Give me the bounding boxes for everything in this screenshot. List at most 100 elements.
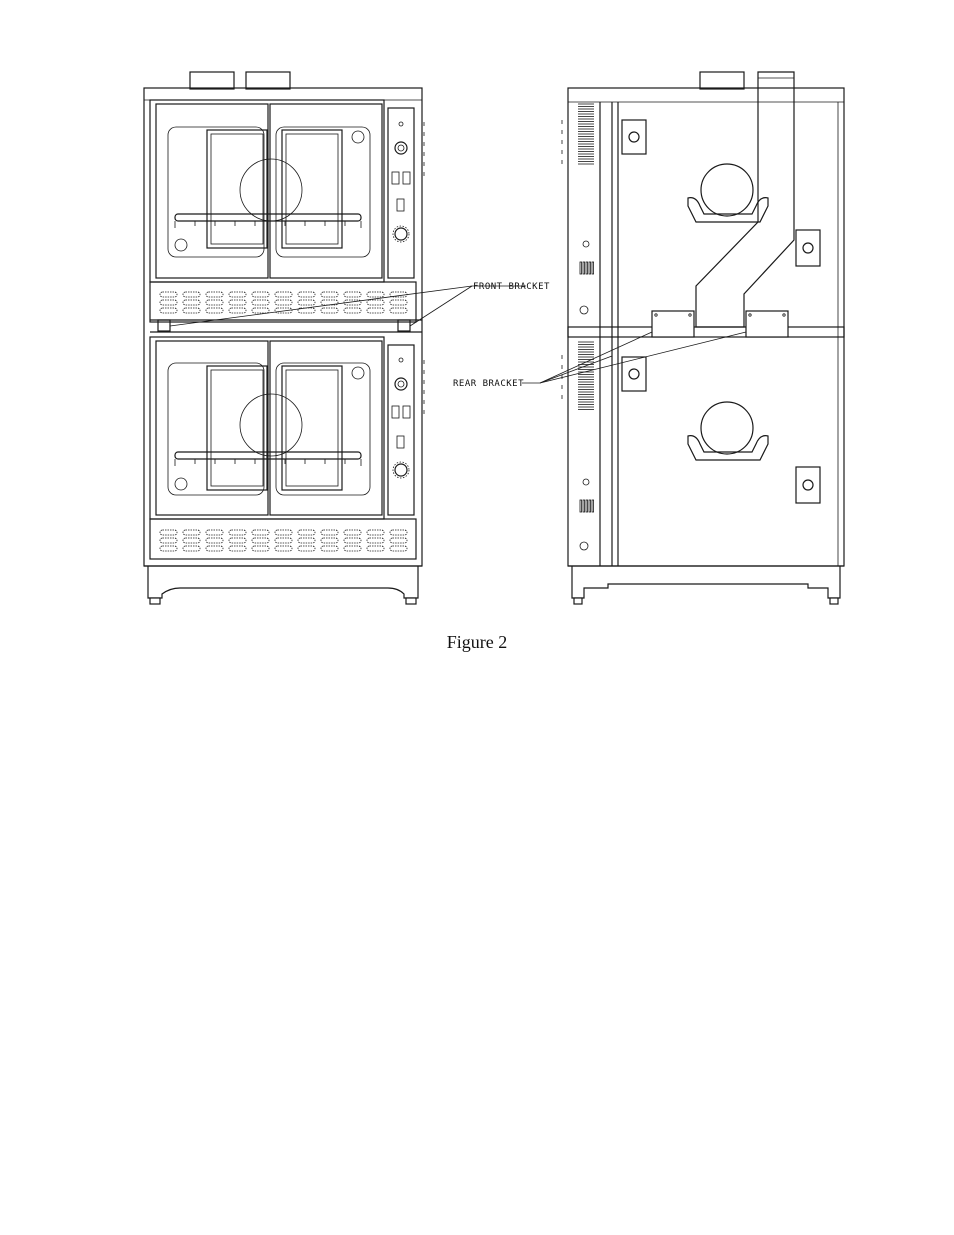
louver-slot: [275, 530, 292, 535]
upper-fan-icon: [240, 159, 302, 221]
louver-slot: [206, 308, 223, 313]
side-slot: [580, 500, 582, 512]
louver-slot: [321, 530, 338, 535]
side-slot: [592, 500, 594, 512]
side-slot: [583, 500, 585, 512]
side-view: [562, 72, 844, 604]
rear-bracket-left: [652, 311, 694, 337]
louver-slot: [229, 292, 246, 297]
louver-slot: [298, 292, 315, 297]
louver-slot: [183, 530, 200, 535]
louver-slot: [160, 308, 177, 313]
louver-slot: [229, 546, 246, 551]
upper-timer-knob-icon: [395, 142, 407, 154]
side-flue-collar: [700, 72, 744, 89]
upper-motor-icon: [688, 164, 768, 222]
lower-left-door: [156, 341, 268, 515]
louver-slot: [206, 530, 223, 535]
louver-slot: [298, 530, 315, 535]
rear-bracket-label: REAR BRACKET: [453, 379, 524, 389]
louver-slot: [183, 308, 200, 313]
figure-caption: Figure 2: [0, 632, 954, 653]
louver-slot: [321, 538, 338, 543]
louver-slot: [252, 530, 269, 535]
front-lower-control-panel: [388, 345, 424, 515]
louver-slot: [252, 538, 269, 543]
louver-slot: [160, 292, 177, 297]
louver-slot: [390, 538, 407, 543]
louver-slot: [367, 530, 384, 535]
louver-slot: [298, 546, 315, 551]
side-slot: [589, 262, 591, 274]
upper-rear-junction-box: [796, 230, 820, 266]
front-view: [144, 72, 424, 604]
side-slot: [586, 262, 588, 274]
front-upper-control-panel: [388, 108, 424, 278]
louver-slot: [344, 538, 361, 543]
side-slot: [583, 262, 585, 274]
lower-timer-knob-icon: [395, 378, 407, 390]
front-bracket-label: FRONT BRACKET: [473, 282, 550, 292]
louver-slot: [367, 292, 384, 297]
louver-slot: [206, 538, 223, 543]
louver-slot: [298, 300, 315, 305]
side-slot: [580, 262, 582, 274]
louver-slot: [229, 538, 246, 543]
upper-thermostat-knob-icon: [395, 228, 407, 240]
lower-thermostat-knob-icon: [395, 464, 407, 476]
front-flue-collar-right: [246, 72, 290, 89]
louver-slot: [344, 546, 361, 551]
louver-slot: [298, 538, 315, 543]
louver-slot: [321, 546, 338, 551]
louver-slot: [321, 292, 338, 297]
louver-slot: [252, 308, 269, 313]
louver-slot: [252, 300, 269, 305]
lower-motor-icon: [688, 402, 768, 460]
louver-slot: [252, 546, 269, 551]
front-lower-oven: [150, 337, 384, 519]
lower-right-door: [270, 341, 382, 515]
louver-slot: [367, 546, 384, 551]
louver-slot: [183, 546, 200, 551]
front-cabinet-outline: [144, 88, 422, 566]
louver-slot: [183, 538, 200, 543]
front-flue-collar-left: [190, 72, 234, 89]
louver-slot: [367, 308, 384, 313]
front-stand: [144, 566, 422, 604]
side-stand: [568, 566, 844, 604]
louver-slot: [160, 300, 177, 305]
oven-stack-diagram: FRONT BRACKET REAR BRACKET: [0, 0, 954, 660]
side-flue-duct: [696, 72, 794, 327]
louver-slot: [160, 538, 177, 543]
front-upper-oven: [150, 100, 384, 282]
louver-slot: [390, 308, 407, 313]
front-upper-louver-panel: [150, 282, 422, 332]
louver-slot: [275, 300, 292, 305]
louver-slot: [344, 530, 361, 535]
side-slot: [592, 262, 594, 274]
louver-slot: [275, 538, 292, 543]
louver-slot: [275, 292, 292, 297]
louver-slot: [206, 292, 223, 297]
lower-rear-junction-box: [796, 467, 820, 503]
louver-slot: [160, 530, 177, 535]
front-lower-louver-panel: [150, 519, 416, 559]
side-slot: [589, 500, 591, 512]
louver-slot: [344, 292, 361, 297]
louver-slot: [390, 300, 407, 305]
louver-slot: [275, 546, 292, 551]
louver-slot: [206, 546, 223, 551]
louver-slot: [252, 292, 269, 297]
louver-slot: [229, 300, 246, 305]
rear-bracket-right: [746, 311, 788, 337]
side-slot: [586, 500, 588, 512]
louver-slot: [183, 292, 200, 297]
louver-slot: [390, 530, 407, 535]
upper-junction-box: [622, 120, 646, 154]
lower-fan-icon: [240, 394, 302, 456]
louver-slot: [183, 300, 200, 305]
louver-slot: [367, 538, 384, 543]
louver-slot: [229, 308, 246, 313]
louver-slot: [344, 308, 361, 313]
louver-slot: [367, 300, 384, 305]
